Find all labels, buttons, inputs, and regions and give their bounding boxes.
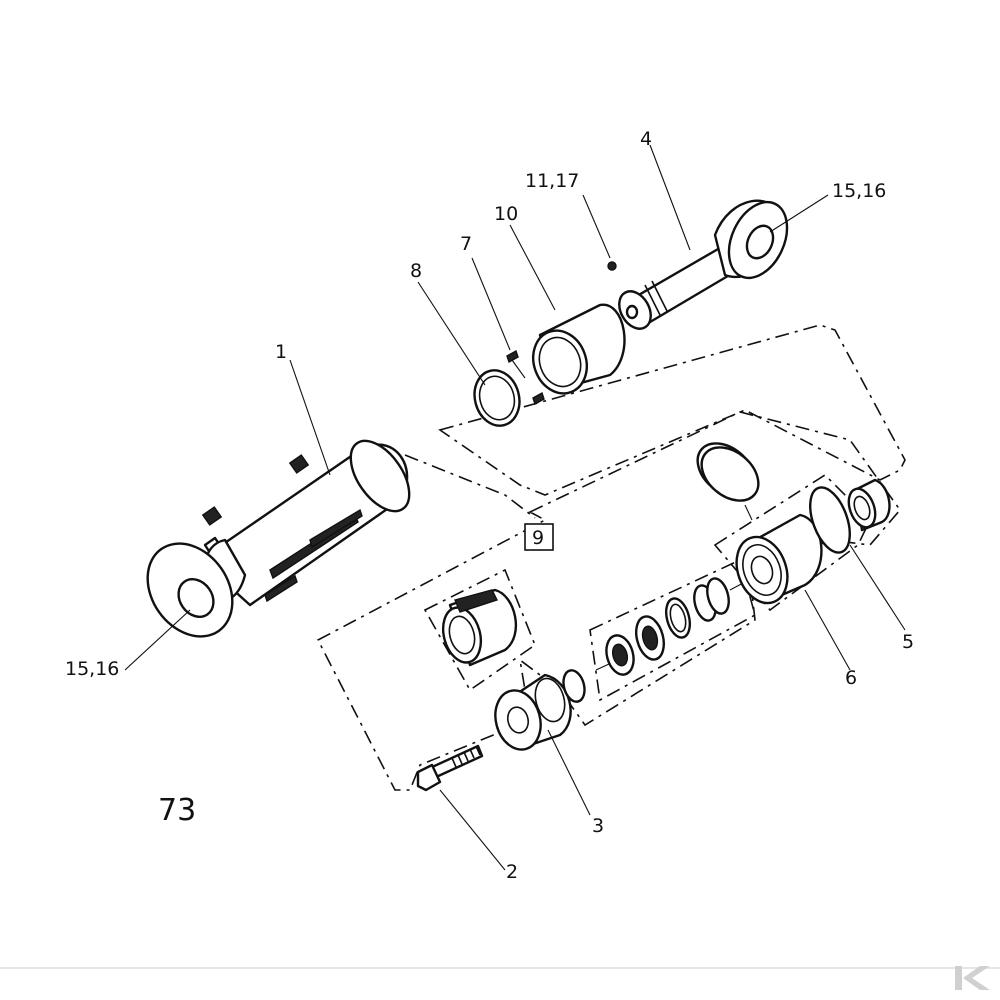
callout-9: 9 <box>532 527 544 549</box>
leader-11-17 <box>582 194 611 259</box>
callout-5: 5 <box>902 631 914 653</box>
leader-7 <box>471 257 511 351</box>
piston <box>735 513 823 605</box>
leader-15-16-left <box>124 609 191 671</box>
callout-11-17: 11,17 <box>525 170 579 192</box>
leader-3 <box>547 729 591 816</box>
grease-nipple <box>607 261 617 271</box>
piston-rod <box>618 199 789 330</box>
o-ring-large <box>809 486 851 554</box>
callout-1: 1 <box>275 341 287 363</box>
group-outline-piston <box>713 473 871 612</box>
guide-bushing <box>532 303 626 395</box>
group-outline-piston-rod <box>438 324 906 496</box>
callout-8: 8 <box>410 260 422 282</box>
group-outline-cylinder <box>404 454 536 519</box>
group-outline-guide <box>423 568 536 692</box>
leader-15-16-top <box>769 194 829 233</box>
group-outline-seal-kit <box>316 411 902 791</box>
callout-6: 6 <box>845 667 857 689</box>
callout-15-16-top: 15,16 <box>832 180 886 202</box>
leader-10 <box>509 224 556 311</box>
watermark-logo <box>955 966 990 990</box>
screws <box>506 349 545 406</box>
callout-10: 10 <box>494 203 518 225</box>
o-ring-small <box>562 669 586 703</box>
callout-4: 4 <box>640 128 652 150</box>
leader-4 <box>649 144 691 251</box>
callout-3: 3 <box>592 815 604 837</box>
leader-1 <box>289 359 331 476</box>
leader-2 <box>439 789 506 871</box>
cylinder-barrel <box>146 439 411 638</box>
retaining-ring <box>473 369 521 427</box>
cylinder-head <box>494 673 572 751</box>
leader-6 <box>804 589 851 671</box>
leader-5 <box>849 544 906 631</box>
rod-seal-set <box>595 577 746 676</box>
callout-7: 7 <box>460 233 472 255</box>
bolt <box>416 744 484 792</box>
callout-2: 2 <box>506 861 518 883</box>
callout-box-9 <box>524 523 554 551</box>
wiper-seal <box>847 478 891 532</box>
guide-ring <box>441 588 518 667</box>
leader-8 <box>417 281 486 386</box>
callout-15-16-left: 15,16 <box>65 658 119 680</box>
page-number: 73 <box>158 793 196 828</box>
piston-seal <box>696 442 760 521</box>
